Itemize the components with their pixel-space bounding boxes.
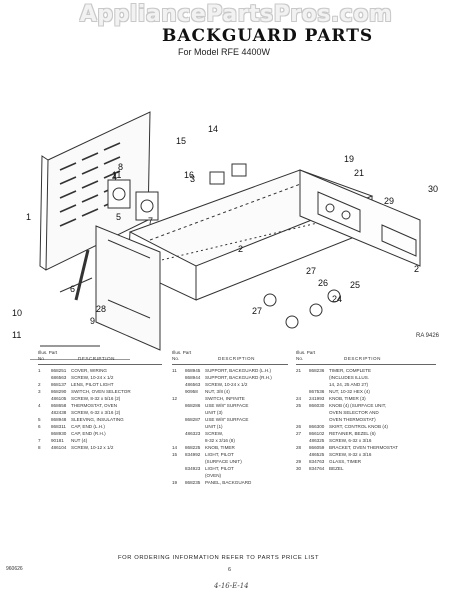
callout-30: 30 <box>428 184 438 194</box>
table-row: OVEN SELECTOR AND <box>329 410 379 415</box>
callout-1: 1 <box>26 212 31 222</box>
page-subtitle: For Model RFE 4400W <box>178 47 271 57</box>
callout-24: 24 <box>332 294 342 304</box>
callout-2b: 2 <box>414 264 419 274</box>
callout-2: 2 <box>238 244 243 254</box>
handwritten-note: 4-16-E-14 <box>214 582 249 590</box>
callout-21: 21 <box>354 168 364 178</box>
table-row: UNIT (1) <box>205 424 223 429</box>
callout-29: 29 <box>384 196 394 206</box>
watermark: AppliancePartsPros.com <box>79 2 393 27</box>
table-row: (INCLUDES ILLUS. <box>329 375 370 380</box>
callout-28: 28 <box>96 304 106 314</box>
page-number: 6 <box>228 567 232 573</box>
callout-26: 26 <box>318 278 328 288</box>
ordering-info: FOR ORDERING INFORMATION REFER TO PARTS … <box>118 555 320 561</box>
callout-14: 14 <box>208 124 218 134</box>
page-title: BACKGUARD PARTS <box>162 26 374 46</box>
callout-11b: 11 <box>112 170 121 180</box>
table-row: 8-32 x 3/16 (8) <box>205 438 235 443</box>
callout-6: 6 <box>70 284 75 294</box>
callout-8: 8 <box>118 162 123 172</box>
table-row: 14, 24, 25 AND 27) <box>329 382 369 387</box>
callout-5: 5 <box>116 212 121 222</box>
callout-7: 7 <box>148 216 153 226</box>
table-header: Illus. Part No. DESCRIPTION <box>172 350 288 365</box>
table-header: Illus. Part No. DESCRIPTION <box>38 350 162 365</box>
table-row: (SURFACE UNIT) <box>205 459 242 464</box>
callout-16: 16 <box>184 170 194 180</box>
callout-11: 11 <box>12 330 21 340</box>
figure-id: RA 9426 <box>416 333 440 339</box>
table-row: OVEN THERMOSTAT) <box>329 417 376 422</box>
callout-3: 3 <box>190 174 195 184</box>
callout-9: 9 <box>90 316 95 326</box>
callout-4: 4 <box>112 172 117 182</box>
table-row: (OVEN) <box>205 473 222 478</box>
document-number: 960626 <box>6 566 23 572</box>
callout-25: 25 <box>350 280 360 290</box>
exploded-diagram: 1 2 3 4 5 6 7 8 9 10 11 14 15 16 19 21 2… <box>12 111 438 360</box>
callout-10: 10 <box>12 308 22 318</box>
callout-15: 15 <box>176 136 186 146</box>
table-row: UNIT (3) <box>205 410 223 415</box>
table-header: Illus. Part No. DESCRIPTION <box>296 350 436 365</box>
callout-27b: 27 <box>252 306 262 316</box>
callout-19: 19 <box>344 154 354 164</box>
callout-27a: 27 <box>306 266 316 276</box>
